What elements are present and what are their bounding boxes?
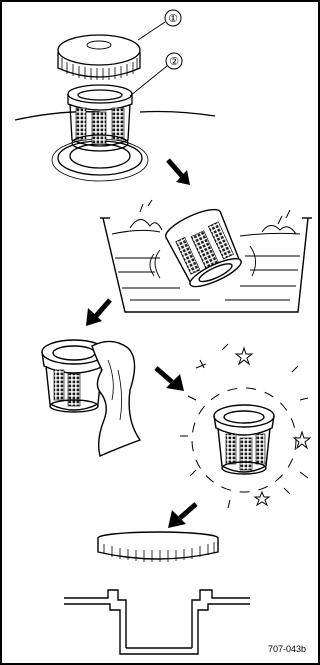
reinstall-cap bbox=[98, 532, 218, 562]
clean-filter bbox=[214, 405, 274, 474]
step-remove-cap-and-filter bbox=[15, 10, 215, 181]
sparkle-star-right bbox=[294, 432, 310, 448]
step-reinstall-cap bbox=[64, 532, 250, 654]
arrow-step-1-to-2 bbox=[168, 160, 182, 176]
arrow-step-2-to-3 bbox=[96, 300, 110, 316]
sparkle-star-top bbox=[236, 348, 252, 364]
callout-1-leader bbox=[138, 22, 165, 40]
arrow-step-3-to-4 bbox=[156, 368, 172, 382]
sparkle-star-bottom bbox=[255, 492, 269, 505]
figure-code: 707-043b bbox=[268, 644, 306, 654]
splash-left bbox=[130, 219, 162, 230]
step-wipe-filter-with-cloth bbox=[42, 340, 140, 456]
filter-cap bbox=[58, 35, 140, 80]
callout-2-label: ② bbox=[169, 55, 179, 68]
soaking-filter bbox=[162, 204, 246, 293]
surface-line-right bbox=[140, 112, 215, 117]
surface-line-left bbox=[15, 112, 100, 120]
step-filter-cleaned bbox=[180, 344, 310, 508]
opening-ring-inner bbox=[70, 144, 130, 168]
filter-housing-section bbox=[64, 590, 250, 654]
callout-1-label: ① bbox=[168, 12, 178, 25]
splash-right bbox=[262, 225, 296, 234]
arrow-step-4-to-5 bbox=[180, 504, 196, 518]
step-soak-filter-in-water bbox=[100, 200, 312, 312]
